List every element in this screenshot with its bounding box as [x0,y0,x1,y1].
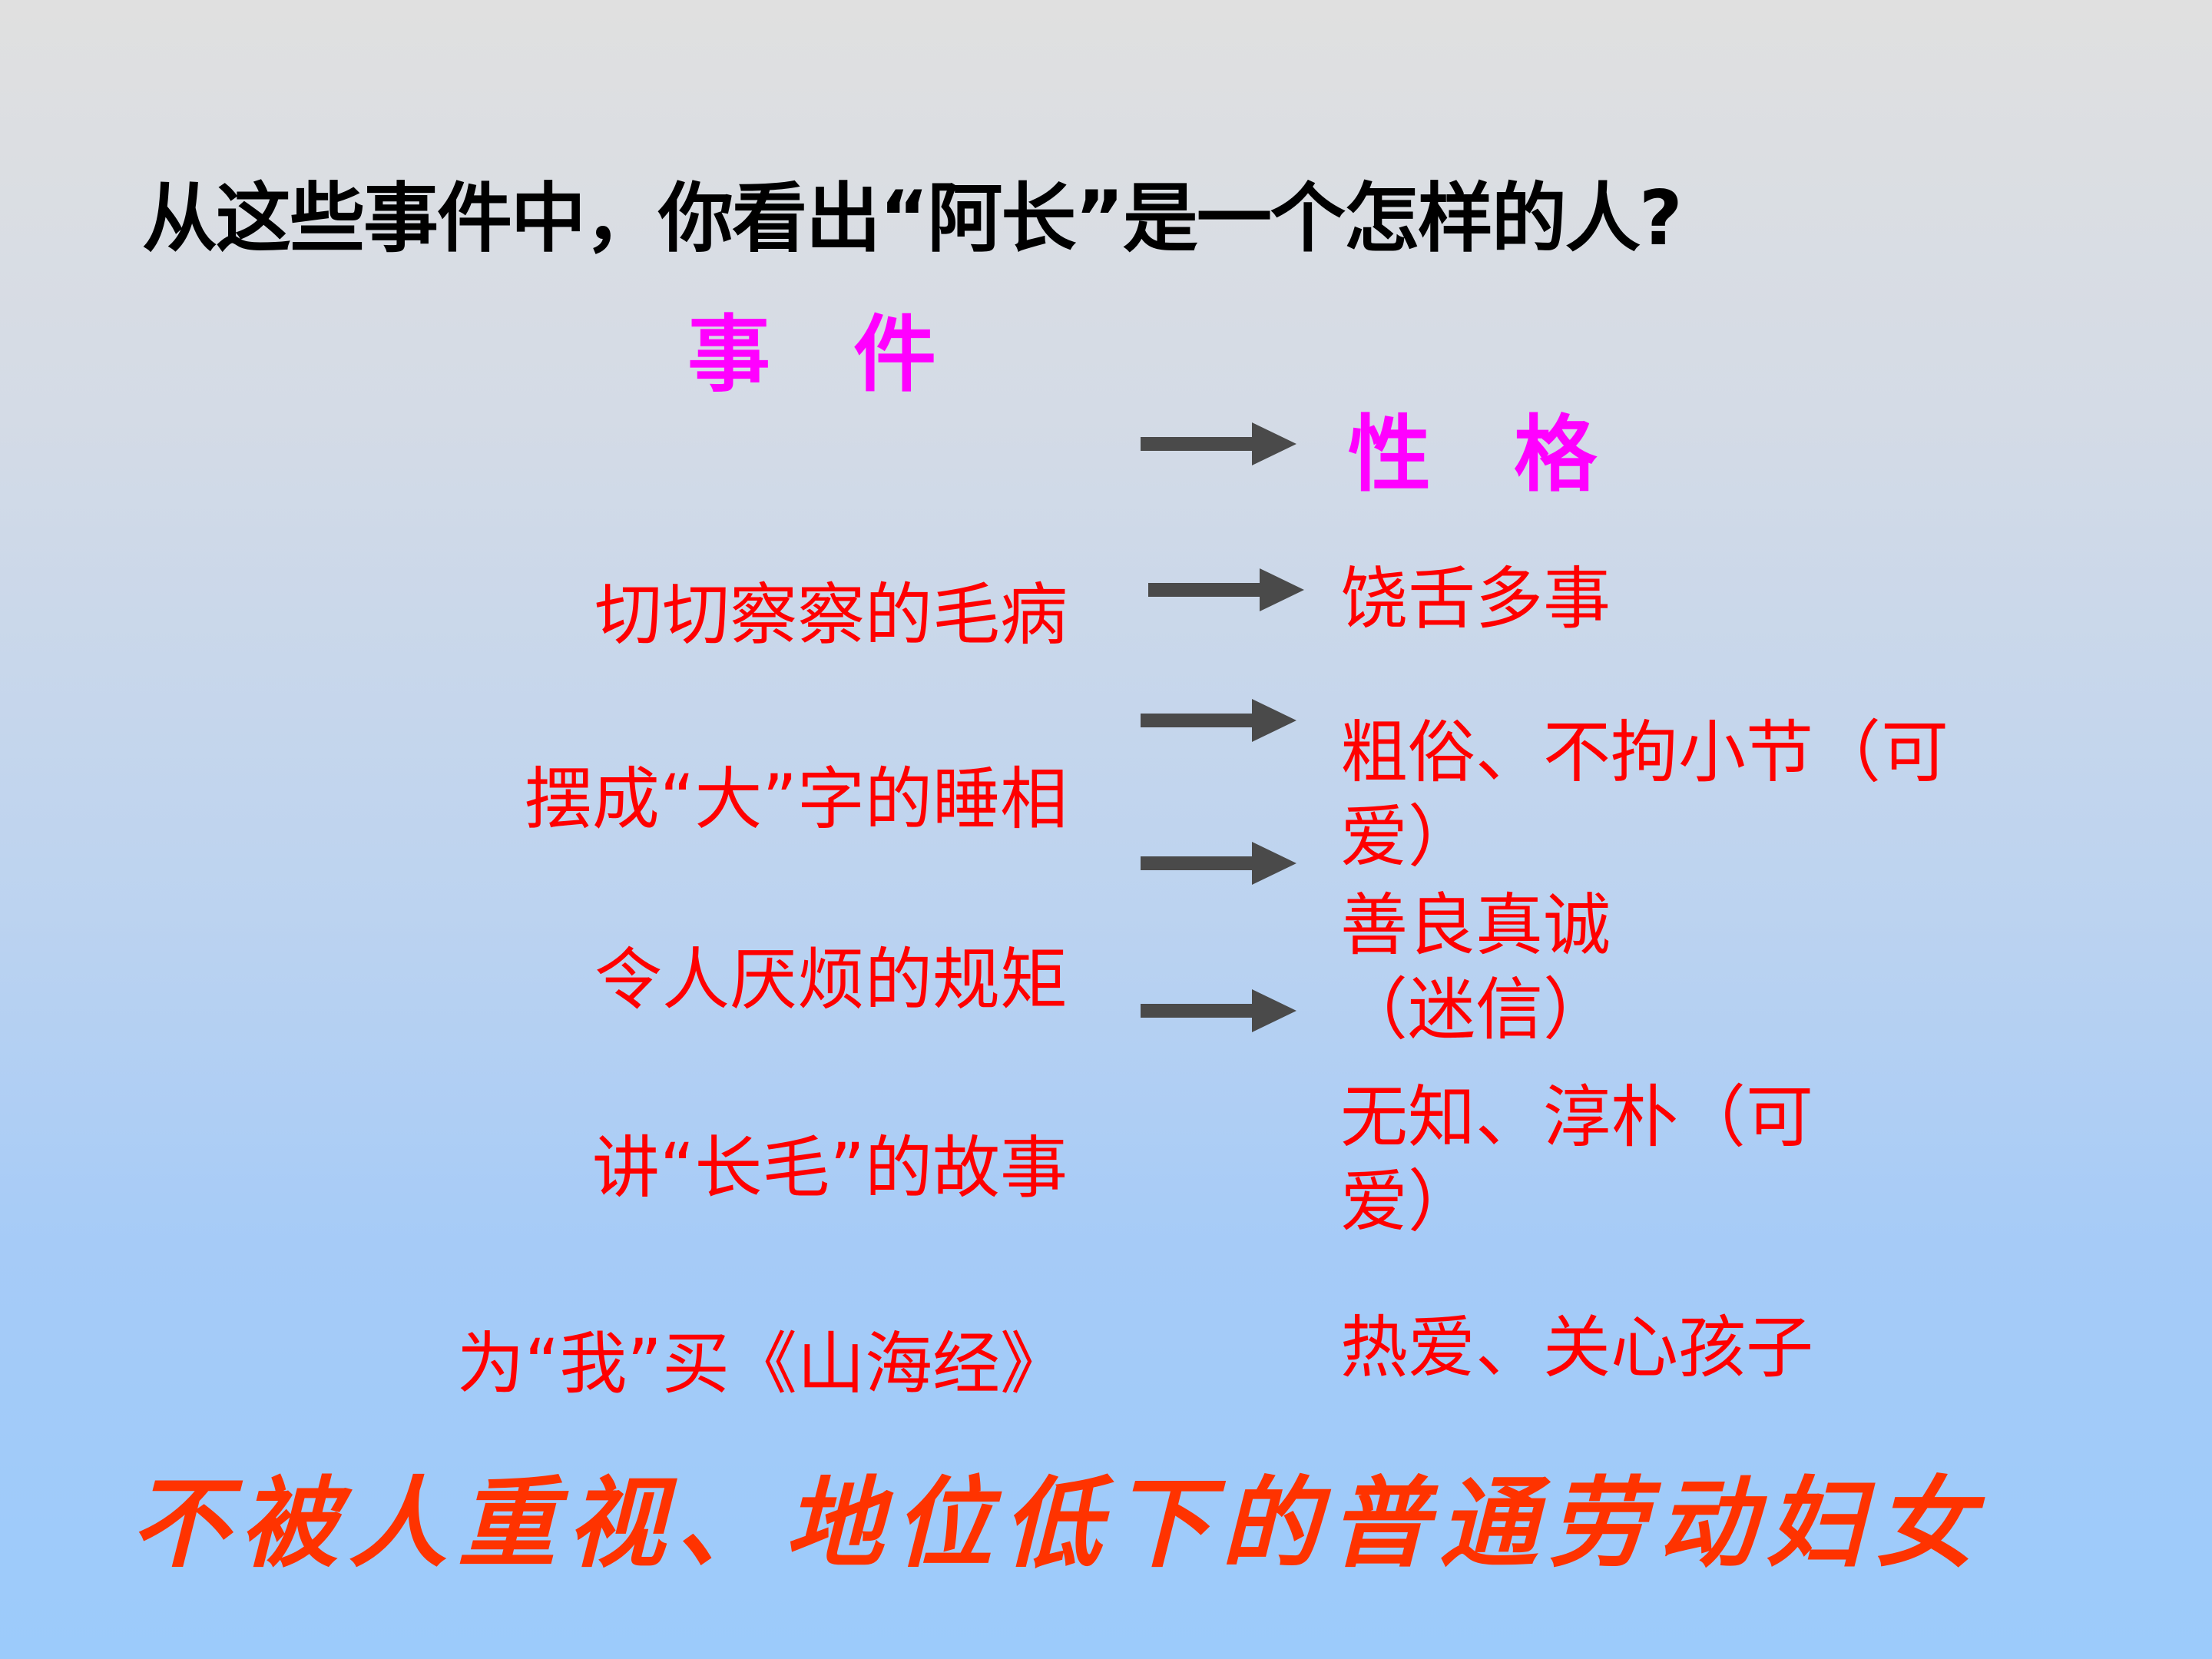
trait-item: 饶舌多事 [1340,559,1611,638]
event-item: 令人厌烦的规矩 [594,940,1068,1019]
events-header: 事 件 [687,307,937,403]
event-item: 切切察察的毛病 [594,575,1068,654]
event-item: 讲“长毛”的故事 [591,1128,1068,1207]
event-item: 为“我”买《山海经》 [456,1324,1068,1403]
event-item: 摆成“大”字的睡相 [524,760,1068,839]
slide-question: 从这些事件中，你看出“阿长”是一个怎样的人? [142,175,1683,263]
arrow-icon [1141,842,1298,885]
arrow-icon [1148,568,1306,611]
trait-item: 粗俗、不拘小节（可爱） [1340,713,1949,876]
trait-item: 无知、淳朴（可爱） [1340,1078,1814,1241]
traits-header: 性 格 [1348,407,1598,503]
arrow-icon [1141,989,1298,1032]
trait-item: 善良真诚（迷信） [1340,886,1611,1049]
arrow-icon [1141,699,1298,742]
arrow-icon [1141,422,1298,465]
summary-conclusion: 不被人重视、地位低下的普通劳动妇女 [131,1467,1985,1581]
trait-item: 热爱、关心孩子 [1340,1308,1814,1387]
